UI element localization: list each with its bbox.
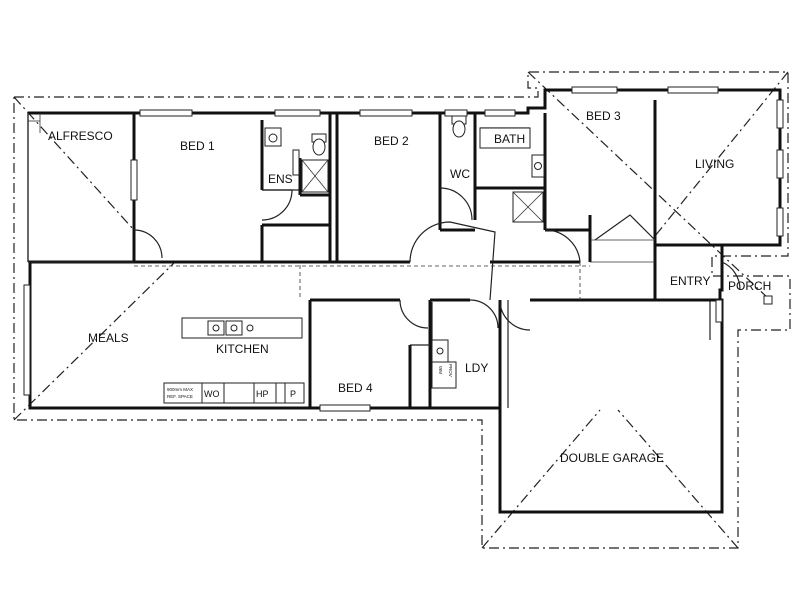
label-fridge-line2: REF. SPACE xyxy=(167,394,193,399)
label-bed1: BED 1 xyxy=(180,139,215,153)
bulkheads xyxy=(134,261,655,300)
wc-bath-fixtures xyxy=(451,115,545,223)
label-bath: BATH xyxy=(494,132,525,146)
label-bed3: BED 3 xyxy=(586,109,621,123)
label-double-garage: DOUBLE GARAGE xyxy=(560,451,664,465)
room-labels: ALFRESCO BED 1 ENS BED 2 WC BATH BED 3 L… xyxy=(48,109,771,465)
roof-outline xyxy=(13,71,791,549)
label-entry: ENTRY xyxy=(670,274,710,288)
label-hotplate: HP xyxy=(256,389,269,399)
label-wall-oven: WO xyxy=(204,389,220,399)
porch-post xyxy=(763,295,773,305)
interior-walls xyxy=(134,100,722,512)
label-fridge-line1: 900mm MAX xyxy=(167,387,193,392)
label-ldy: LDY xyxy=(465,361,488,375)
label-ens: ENS xyxy=(268,172,293,186)
windows xyxy=(23,86,784,412)
label-bed2: BED 2 xyxy=(374,134,409,148)
alfresco-area xyxy=(27,113,134,263)
label-wm: WM xyxy=(438,366,443,374)
label-alfresco: ALFRESCO xyxy=(48,129,113,143)
fixture-labels: 900mm MAX REF. SPACE WO HP P WM PROV xyxy=(167,364,453,399)
laundry-fixtures xyxy=(431,339,457,389)
kitchen-fixtures xyxy=(163,317,305,404)
ensuite-fixtures xyxy=(264,127,329,193)
doors xyxy=(133,187,741,331)
label-wc: WC xyxy=(450,167,470,181)
label-living: LIVING xyxy=(695,157,734,171)
label-bed4: BED 4 xyxy=(338,381,373,395)
label-porch: PORCH xyxy=(728,279,771,293)
label-pantry: P xyxy=(290,389,296,399)
label-kitchen: KITCHEN xyxy=(216,342,269,356)
label-prov: PROV xyxy=(448,364,453,377)
label-meals: MEALS xyxy=(88,331,129,345)
